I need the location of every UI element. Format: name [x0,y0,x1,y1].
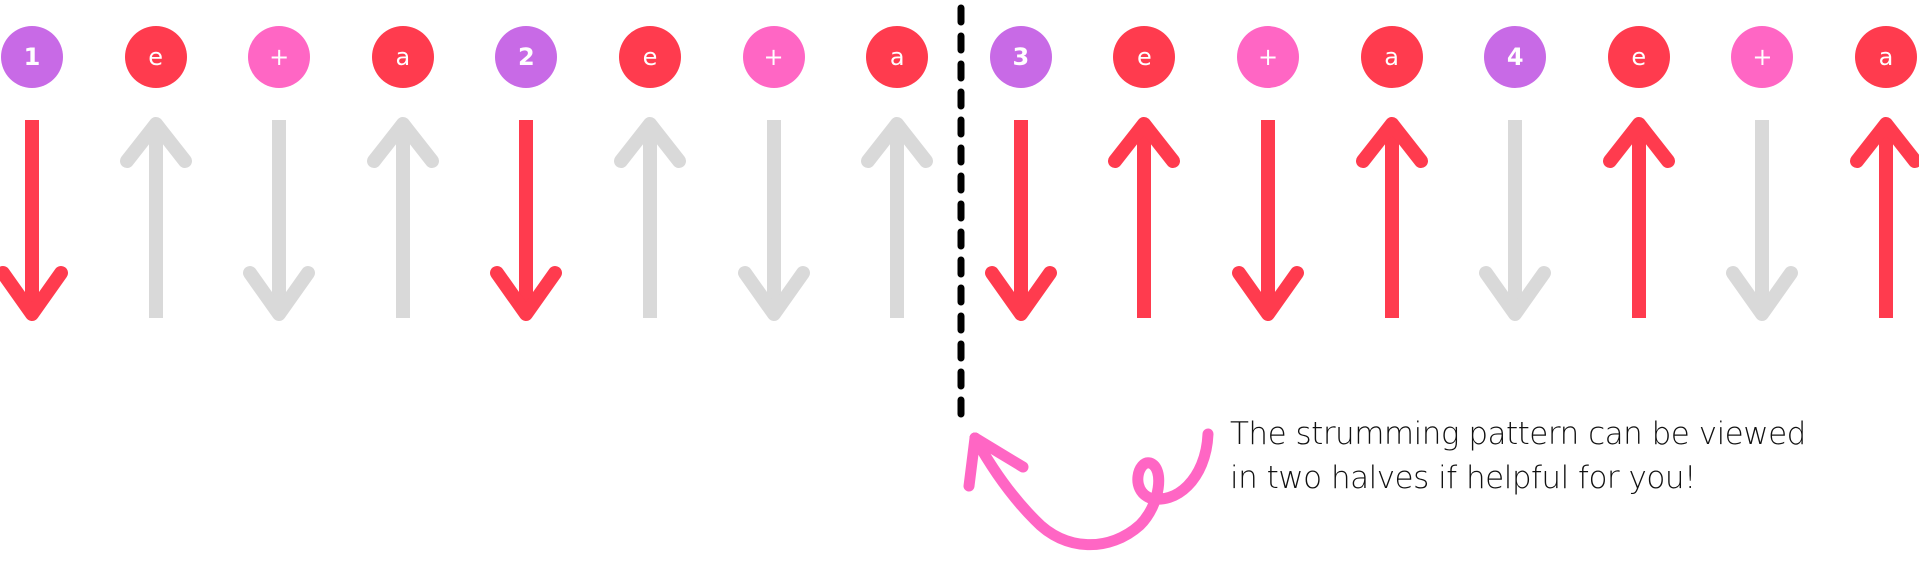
down-strum-arrow-icon [0,120,68,321]
beat-8: a [835,0,959,330]
up-strum-arrow-icon [1602,117,1675,318]
up-strum-arrow-icon [614,117,686,318]
beat-1: 1 [0,0,94,330]
down-strum-arrow-icon [1479,120,1552,321]
beat-5: 2 [464,0,588,330]
beat-label-circle: + [1731,26,1794,88]
up-strum-arrow-icon [1108,117,1181,318]
beat-label-circle: a [371,26,434,88]
up-strum-arrow-icon [1355,117,1428,318]
beat-15: + [1700,0,1824,330]
beat-label-circle: e [1607,26,1670,88]
beat-label-circle: + [742,26,805,88]
down-strum-arrow-icon [737,120,810,321]
down-strum-arrow-icon [490,120,563,321]
beat-label-circle: a [1855,26,1917,88]
beat-11: + [1206,0,1330,330]
beat-label-circle: e [1113,26,1176,88]
beat-label-circle: e [619,26,681,88]
beat-label-circle: 3 [989,26,1052,88]
note-text: The strumming pattern can be viewed in t… [1230,412,1806,500]
beat-label-circle: a [1360,26,1423,88]
up-strum-arrow-icon [366,117,439,318]
up-strum-arrow-icon [861,117,934,318]
beat-label-circle: + [1237,26,1299,88]
beat-4: a [341,0,465,330]
beat-3: + [217,0,341,330]
beat-label-circle: a [866,26,929,88]
beat-13: 4 [1453,0,1577,330]
beat-14: e [1577,0,1701,330]
down-strum-arrow-icon [1232,120,1304,321]
down-strum-arrow-icon [1726,120,1799,321]
beat-7: + [712,0,836,330]
beat-label-circle: + [248,26,311,88]
beat-10: e [1082,0,1206,330]
beat-16: a [1824,0,1919,330]
beat-label-circle: e [124,26,187,88]
up-strum-arrow-icon [1850,117,1919,318]
beat-2: e [94,0,218,330]
beat-6: e [588,0,712,330]
down-strum-arrow-icon [243,120,316,321]
down-strum-arrow-icon [984,120,1057,321]
beat-label-circle: 2 [495,26,558,88]
beat-label-circle: 1 [1,26,63,88]
note-line-2: in two halves if helpful for you! [1230,460,1696,496]
up-strum-arrow-icon [119,117,192,318]
beat-9: 3 [959,0,1083,330]
beat-12: a [1330,0,1454,330]
beat-label-circle: 4 [1484,26,1547,88]
curly-arrow-icon [963,428,1214,551]
note-line-1: The strumming pattern can be viewed [1230,416,1806,452]
